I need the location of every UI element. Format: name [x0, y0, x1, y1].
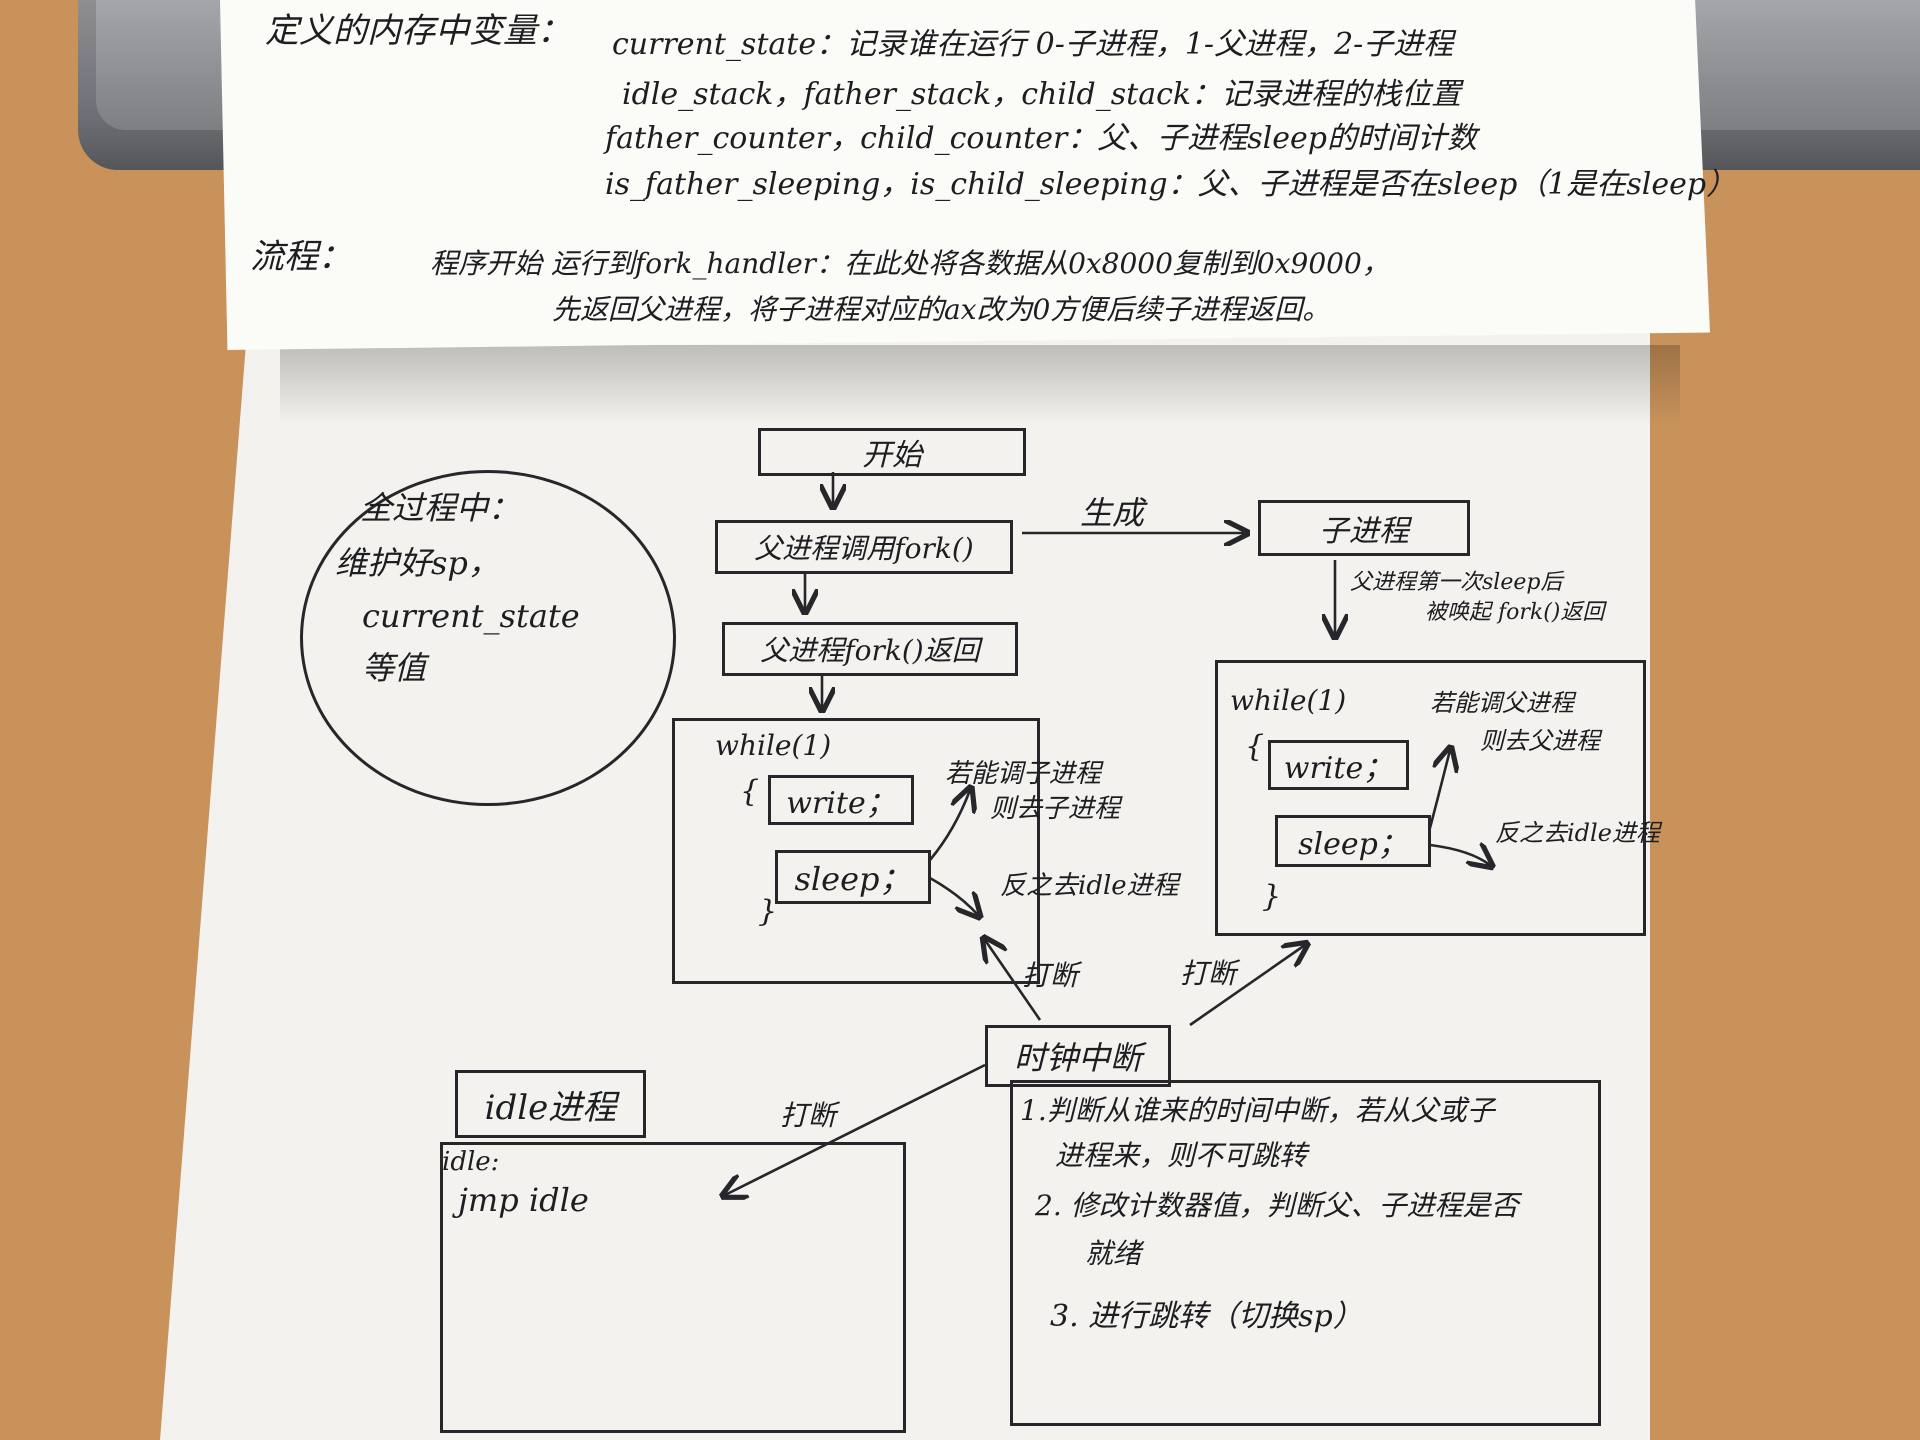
interrupt-label-parent: 打断 [1022, 959, 1079, 992]
var-line-1: current_state：记录谁在运行 0-子进程，1-父进程，2-子进程 [612, 27, 1454, 62]
arrow-clock-to-idle [725, 1063, 986, 1195]
var-line-3: father_counter，child_counter：父、子进程sleep的… [605, 121, 1477, 156]
idle-title-box: idle进程 [455, 1070, 646, 1138]
child-while: while(1) [1230, 684, 1347, 717]
child-note-2: 被唤起 fork()返回 [1425, 600, 1605, 625]
child-note-1: 父进程第一次sleep后 [1350, 570, 1563, 595]
paper-shadow [280, 345, 1680, 425]
note-circle [300, 470, 676, 806]
arrow-clock-to-child [1189, 945, 1305, 1027]
clock-steps-panel [1010, 1080, 1601, 1426]
child-process-box: 子进程 [1258, 500, 1470, 556]
note-line-1: 全过程中： [360, 489, 521, 527]
child-note-parent-2: 则去父进程 [1480, 727, 1600, 755]
notes-paper [220, 0, 1710, 350]
interrupt-label-idle: 打断 [780, 1099, 837, 1132]
child-sleep: sleep； [1275, 815, 1431, 867]
flow-title: 流程： [250, 237, 352, 277]
child-note-parent-1: 若能调父进程 [1430, 689, 1574, 717]
clock-interrupt-box: 时钟中断 [985, 1025, 1171, 1087]
parent-loop-panel [672, 718, 1040, 984]
arrow-sleep-to-idle [929, 876, 978, 915]
note-line-2: 维护好sp， [335, 544, 500, 582]
arrow-child-sleep-to-idle [1429, 845, 1490, 865]
child-write: write； [1268, 740, 1409, 790]
arrow-sleep-to-child [929, 790, 970, 861]
var-line-2: idle_stack，father_stack，child_stack：记录进程… [622, 77, 1462, 112]
parent-while: while(1) [715, 729, 832, 762]
generate-label: 生成 [1080, 494, 1145, 532]
clock-step-2: 2. 修改计数器值，判断父、子进程是否 [1035, 1189, 1519, 1222]
child-note-idle: 反之去idle进程 [1495, 819, 1660, 847]
child-close-brace: } [1262, 879, 1282, 914]
parent-note-child-2: 则去子进程 [990, 794, 1121, 824]
vars-title: 定义的内存中变量： [265, 11, 571, 51]
flow-line-2: 先返回父进程，将子进程对应的ax改为0方便后续子进程返回。 [552, 293, 1331, 326]
clock-step-2b: 就绪 [1085, 1237, 1142, 1270]
parent-return-box: 父进程fork()返回 [722, 622, 1018, 676]
parent-close-brace: } [758, 894, 778, 929]
parent-sleep: sleep； [775, 850, 931, 904]
idle-label: idle: [442, 1147, 500, 1177]
clock-step-1b: 进程来，则不可跳转 [1055, 1139, 1308, 1172]
parent-write: write； [768, 775, 914, 825]
child-loop-panel [1215, 660, 1646, 936]
idle-panel [440, 1142, 906, 1433]
note-line-4: 等值 [362, 649, 427, 687]
parent-fork-box: 父进程调用fork() [715, 520, 1013, 574]
start-box: 开始 [758, 428, 1026, 476]
flow-line-1: 程序开始 运行到fork_handler：在此处将各数据从0x8000复制到0x… [430, 247, 1390, 280]
arrow-clock-to-parent [985, 940, 1042, 1021]
var-line-4: is_father_sleeping，is_child_sleeping：父、子… [605, 167, 1737, 202]
idle-jmp: jmp idle [458, 1181, 589, 1219]
parent-note-idle: 反之去idle进程 [1000, 871, 1179, 901]
clock-step-3: 3. 进行跳转（切换sp） [1050, 1299, 1363, 1334]
child-open-brace: { [1245, 729, 1265, 764]
arrow-child-sleep-to-parent [1428, 750, 1450, 829]
parent-open-brace: { [740, 774, 760, 809]
note-line-3: current_state [362, 597, 580, 635]
interrupt-label-child: 打断 [1180, 957, 1237, 990]
clock-step-1: 1.判断从谁来的时间中断，若从父或子 [1020, 1094, 1495, 1127]
